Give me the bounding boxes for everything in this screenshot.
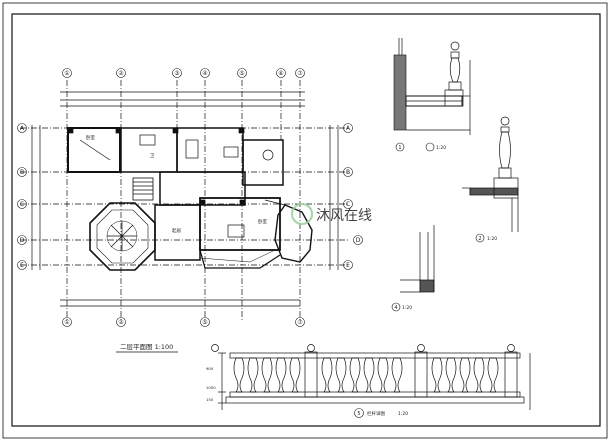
grid-label-left-a: A <box>20 125 25 132</box>
detail-1 <box>393 38 471 135</box>
grid-label-right-b: B <box>346 169 350 176</box>
grid-label-top-7: ⑦ <box>297 70 303 77</box>
watermark: 沐风在线 <box>290 202 372 226</box>
grid-label-top-6: ⑥ <box>278 70 283 77</box>
detail-4 <box>400 225 435 293</box>
detail-2-number: 2 <box>478 236 481 242</box>
plan-caption: 二层平面图 1:100 <box>120 343 173 351</box>
grid-label-right-a: A <box>346 125 351 132</box>
grid-bubbles-right: A B C D E <box>343 123 363 270</box>
balustrade-dim-1: 900 <box>206 366 214 371</box>
grid-bubbles-bottom: ① ② ⑤ ⑦ <box>62 317 305 327</box>
detail-5-caption: 栏杆详图 <box>367 410 385 417</box>
grid-label-left-c: C <box>20 201 24 208</box>
grid-bubbles-left: A B C D E <box>17 123 27 270</box>
grid-label-left-e: E <box>20 262 24 269</box>
grid-label-right-d: D <box>356 237 361 244</box>
detail-5-balustrade <box>211 344 531 410</box>
room-label-a: 卧室 <box>86 134 95 141</box>
grid-bubbles-top: ① ② ③ ④ ⑤ ⑥ ⑦ <box>62 68 305 78</box>
balustrade-dim-2: 1050 <box>206 385 216 390</box>
detail-5-number: 5 <box>357 411 360 417</box>
grid-label-bottom-2: ② <box>118 319 124 326</box>
room-label-c: 起居 <box>172 228 181 234</box>
grid-label-top-1: ① <box>64 70 69 77</box>
grid-label-right-c: C <box>346 201 350 208</box>
grid-label-bottom-3: ⑤ <box>202 319 207 326</box>
room-labels: 卧室 卫 起居 卧室 <box>86 134 267 234</box>
grid-label-right-e: E <box>346 262 350 269</box>
detail-5-scale: 1:20 <box>398 411 408 417</box>
grid-label-top-5: ⑤ <box>239 70 244 77</box>
grid-label-top-2: ② <box>118 70 124 77</box>
room-label-d: 卧室 <box>258 218 267 225</box>
grid-label-bottom-4: ⑦ <box>297 319 303 326</box>
grid-label-top-3: ③ <box>174 70 179 77</box>
balustrade-dim-3: 150 <box>206 397 214 402</box>
detail-4-number: 4 <box>394 305 397 311</box>
grid-label-left-b: B <box>20 169 24 176</box>
detail-1-scale: 1:20 <box>436 145 446 151</box>
floor-plan <box>20 80 350 320</box>
grid-label-top-4: ④ <box>202 70 207 77</box>
detail-2-scale: 1:20 <box>487 236 497 242</box>
detail-1-number: 1 <box>398 145 401 151</box>
room-label-b: 卫 <box>150 153 155 159</box>
balustrade-dimensions: 900 1050 150 <box>206 366 216 402</box>
watermark-text: 沐风在线 <box>316 208 372 224</box>
grid-label-left-d: D <box>20 237 25 244</box>
detail-2 <box>462 116 519 232</box>
grid-label-bottom-1: ① <box>64 319 69 326</box>
detail-4-scale: 1:20 <box>402 305 412 311</box>
inner-frame <box>11 13 601 427</box>
